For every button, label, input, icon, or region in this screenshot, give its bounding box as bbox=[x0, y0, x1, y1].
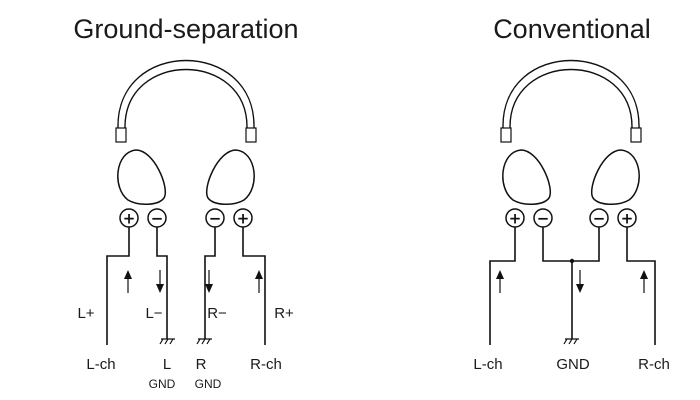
terminal-r-minus: − bbox=[205, 208, 225, 228]
svg-text:−: − bbox=[537, 210, 550, 228]
headphone-icon bbox=[500, 59, 642, 205]
svg-text:+: + bbox=[237, 210, 250, 228]
svg-text:−: − bbox=[151, 210, 164, 228]
svg-text:+: + bbox=[509, 210, 522, 228]
output-label-l-ch: L-ch bbox=[86, 356, 115, 373]
output-label-l: L bbox=[163, 356, 171, 373]
output-label-r-ch: R-ch bbox=[638, 356, 670, 373]
l-ground-symbol-icon bbox=[159, 338, 175, 345]
terminal-r-minus: − bbox=[589, 208, 609, 228]
ground-separation-wiring bbox=[106, 227, 266, 345]
svg-text:−: − bbox=[593, 210, 606, 228]
headphone-icon bbox=[115, 59, 257, 205]
conventional-diagram: Conventional + bbox=[473, 14, 669, 373]
gnd-label-l: GND bbox=[149, 377, 176, 391]
terminal-l-minus: − bbox=[147, 208, 167, 228]
signal-label-l-plus: L+ bbox=[77, 305, 94, 322]
conventional-wiring bbox=[489, 227, 656, 345]
ground-separation-title: Ground-separation bbox=[73, 14, 298, 44]
output-label-l-ch: L-ch bbox=[473, 356, 502, 373]
r-ground-symbol-icon bbox=[196, 338, 212, 345]
terminal-l-plus: + bbox=[119, 208, 139, 228]
signal-label-l-minus: L− bbox=[145, 305, 162, 322]
signal-label-r-minus: R− bbox=[207, 305, 227, 322]
terminal-r-plus: + bbox=[233, 208, 253, 228]
gnd-ground-symbol-icon bbox=[563, 338, 579, 345]
svg-text:−: − bbox=[209, 210, 222, 228]
svg-text:+: + bbox=[621, 210, 634, 228]
svg-text:+: + bbox=[123, 210, 136, 228]
output-label-r: R bbox=[196, 356, 207, 373]
terminal-l-plus: + bbox=[505, 208, 525, 228]
terminal-r-plus: + bbox=[617, 208, 637, 228]
output-label-r-ch: R-ch bbox=[250, 356, 282, 373]
terminal-l-minus: − bbox=[533, 208, 553, 228]
ground-separation-diagram: Ground-separation bbox=[73, 14, 298, 391]
gnd-label-r: GND bbox=[195, 377, 222, 391]
signal-label-r-plus: R+ bbox=[274, 305, 294, 322]
conventional-title: Conventional bbox=[493, 14, 651, 44]
output-label-gnd: GND bbox=[556, 356, 590, 373]
